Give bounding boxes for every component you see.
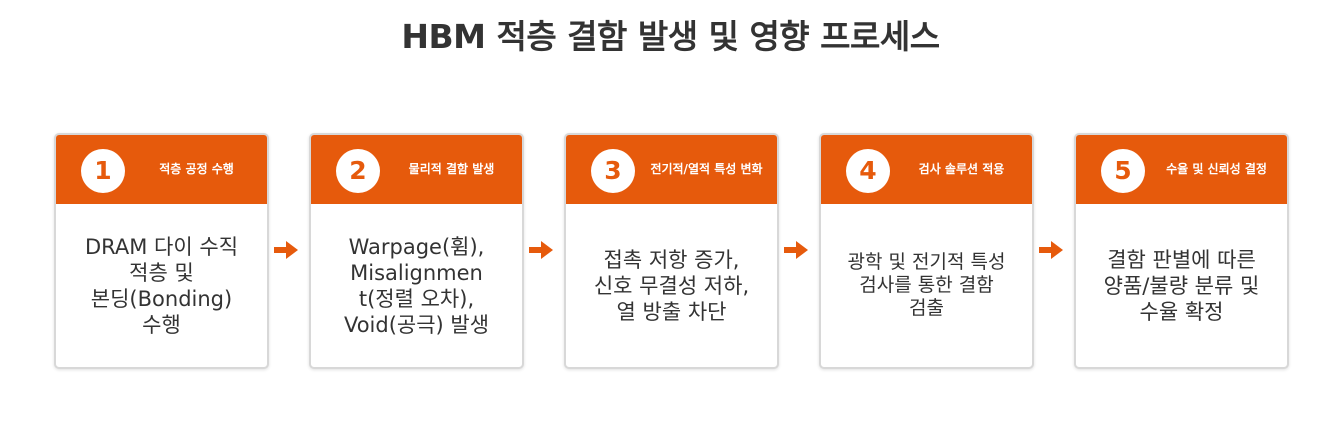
step-header-5: 5 수율 및 신뢰성 결정 <box>1076 135 1287 204</box>
step-body-3: 접촉 저항 증가, 신호 무결성 저하, 열 방출 차단 <box>593 247 750 324</box>
step-card-5: 5 수율 및 신뢰성 결정 결함 판별에 따른 양품/불량 분류 및 수율 확정 <box>1074 133 1289 369</box>
step-body-4: 광학 및 전기적 특성 검사를 통한 결함 검출 <box>847 251 1006 319</box>
step-header-label-1: 적층 공정 수행 <box>159 162 234 176</box>
step-header-label-5: 수율 및 신뢰성 결정 <box>1166 162 1267 176</box>
step-number-5: 5 <box>1101 149 1145 193</box>
step-body-5: 결함 판별에 따른 양품/불량 분류 및 수율 확정 <box>1103 247 1260 324</box>
step-number-4: 4 <box>846 149 890 193</box>
step-number-3: 3 <box>591 149 635 193</box>
arrow-right-icon <box>529 241 553 259</box>
step-card-2: 2 물리적 결함 발생 Warpage(휨), Misalignmen t(정렬… <box>309 133 524 369</box>
arrow-right-icon <box>1039 241 1063 259</box>
diagram-title: HBM 적층 결함 발생 및 영향 프로세스 <box>401 17 940 56</box>
step-header-2: 2 물리적 결함 발생 <box>311 135 522 204</box>
step-header-3: 3 전기적/열적 특성 변화 <box>566 135 777 204</box>
step-card-1: 1 적층 공정 수행 DRAM 다이 수직 적층 및 본딩(Bonding) 수… <box>54 133 269 369</box>
step-header-label-3: 전기적/열적 특성 변화 <box>650 162 763 176</box>
step-number-2: 2 <box>336 149 380 193</box>
step-header-4: 4 검사 솔루션 적용 <box>821 135 1032 204</box>
step-body-2: Warpage(휨), Misalignmen t(정렬 오차), Void(공… <box>343 234 490 337</box>
step-number-1: 1 <box>81 149 125 193</box>
step-card-4: 4 검사 솔루션 적용 광학 및 전기적 특성 검사를 통한 결함 검출 <box>819 133 1034 369</box>
step-header-1: 1 적층 공정 수행 <box>56 135 267 204</box>
step-header-label-2: 물리적 결함 발생 <box>408 162 495 176</box>
step-card-3: 3 전기적/열적 특성 변화 접촉 저항 증가, 신호 무결성 저하, 열 방출… <box>564 133 779 369</box>
step-header-label-4: 검사 솔루션 적용 <box>918 162 1005 176</box>
step-body-1: DRAM 다이 수직 적층 및 본딩(Bonding) 수행 <box>84 234 239 337</box>
arrow-right-icon <box>274 241 298 259</box>
arrow-right-icon <box>784 241 808 259</box>
